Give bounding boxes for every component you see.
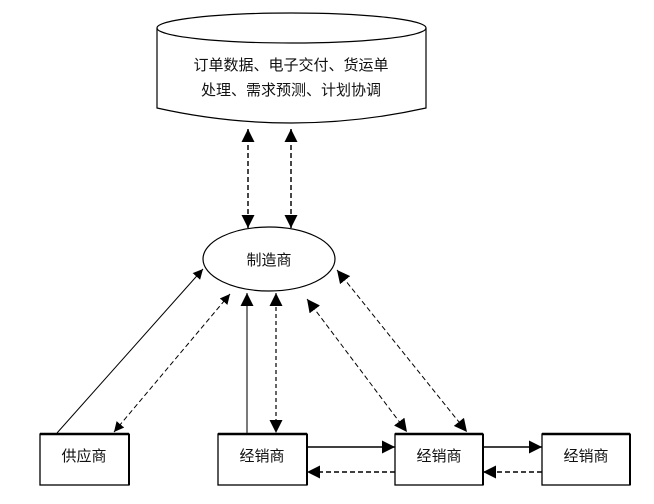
- cylinder-top: [156, 12, 427, 44]
- distributor-label-3: 经销商: [563, 447, 608, 465]
- distributor-label-2: 经销商: [416, 447, 461, 465]
- manufacturer-ellipse: [202, 226, 336, 292]
- arrow-manufacturer-distributor2-outer: [336, 269, 468, 433]
- distributor-node-2: 经销商: [394, 432, 484, 486]
- database-label-line1: 订单数据、电子交付、货运单: [193, 56, 388, 74]
- supplier-box: [39, 433, 130, 486]
- arrow-manufacturer-supplier-dashed: [113, 293, 231, 433]
- supplier-node: 供应商: [39, 432, 130, 486]
- distributor-node-1: 经销商: [217, 432, 308, 486]
- database-label-line2: 处理、需求预测、计划协调: [201, 81, 381, 99]
- arrow-manufacturer-distributor2-inner: [306, 298, 408, 433]
- distributor-node-3: 经销商: [541, 432, 631, 486]
- distributor-box-3: [541, 433, 631, 486]
- manufacturer-label: 制造商: [246, 251, 291, 269]
- cylinder-body: [156, 28, 427, 124]
- distributor-box-1: [217, 433, 308, 486]
- arrow-supplier-to-manufacturer: [56, 268, 204, 434]
- database-cylinder: 订单数据、电子交付、货运单 处理、需求预测、计划协调: [156, 12, 427, 124]
- distributor-box-2: [394, 433, 484, 486]
- supplier-label: 供应商: [61, 447, 106, 465]
- manufacturer-node: 制造商: [202, 226, 336, 292]
- distributor-label-1: 经销商: [239, 447, 284, 465]
